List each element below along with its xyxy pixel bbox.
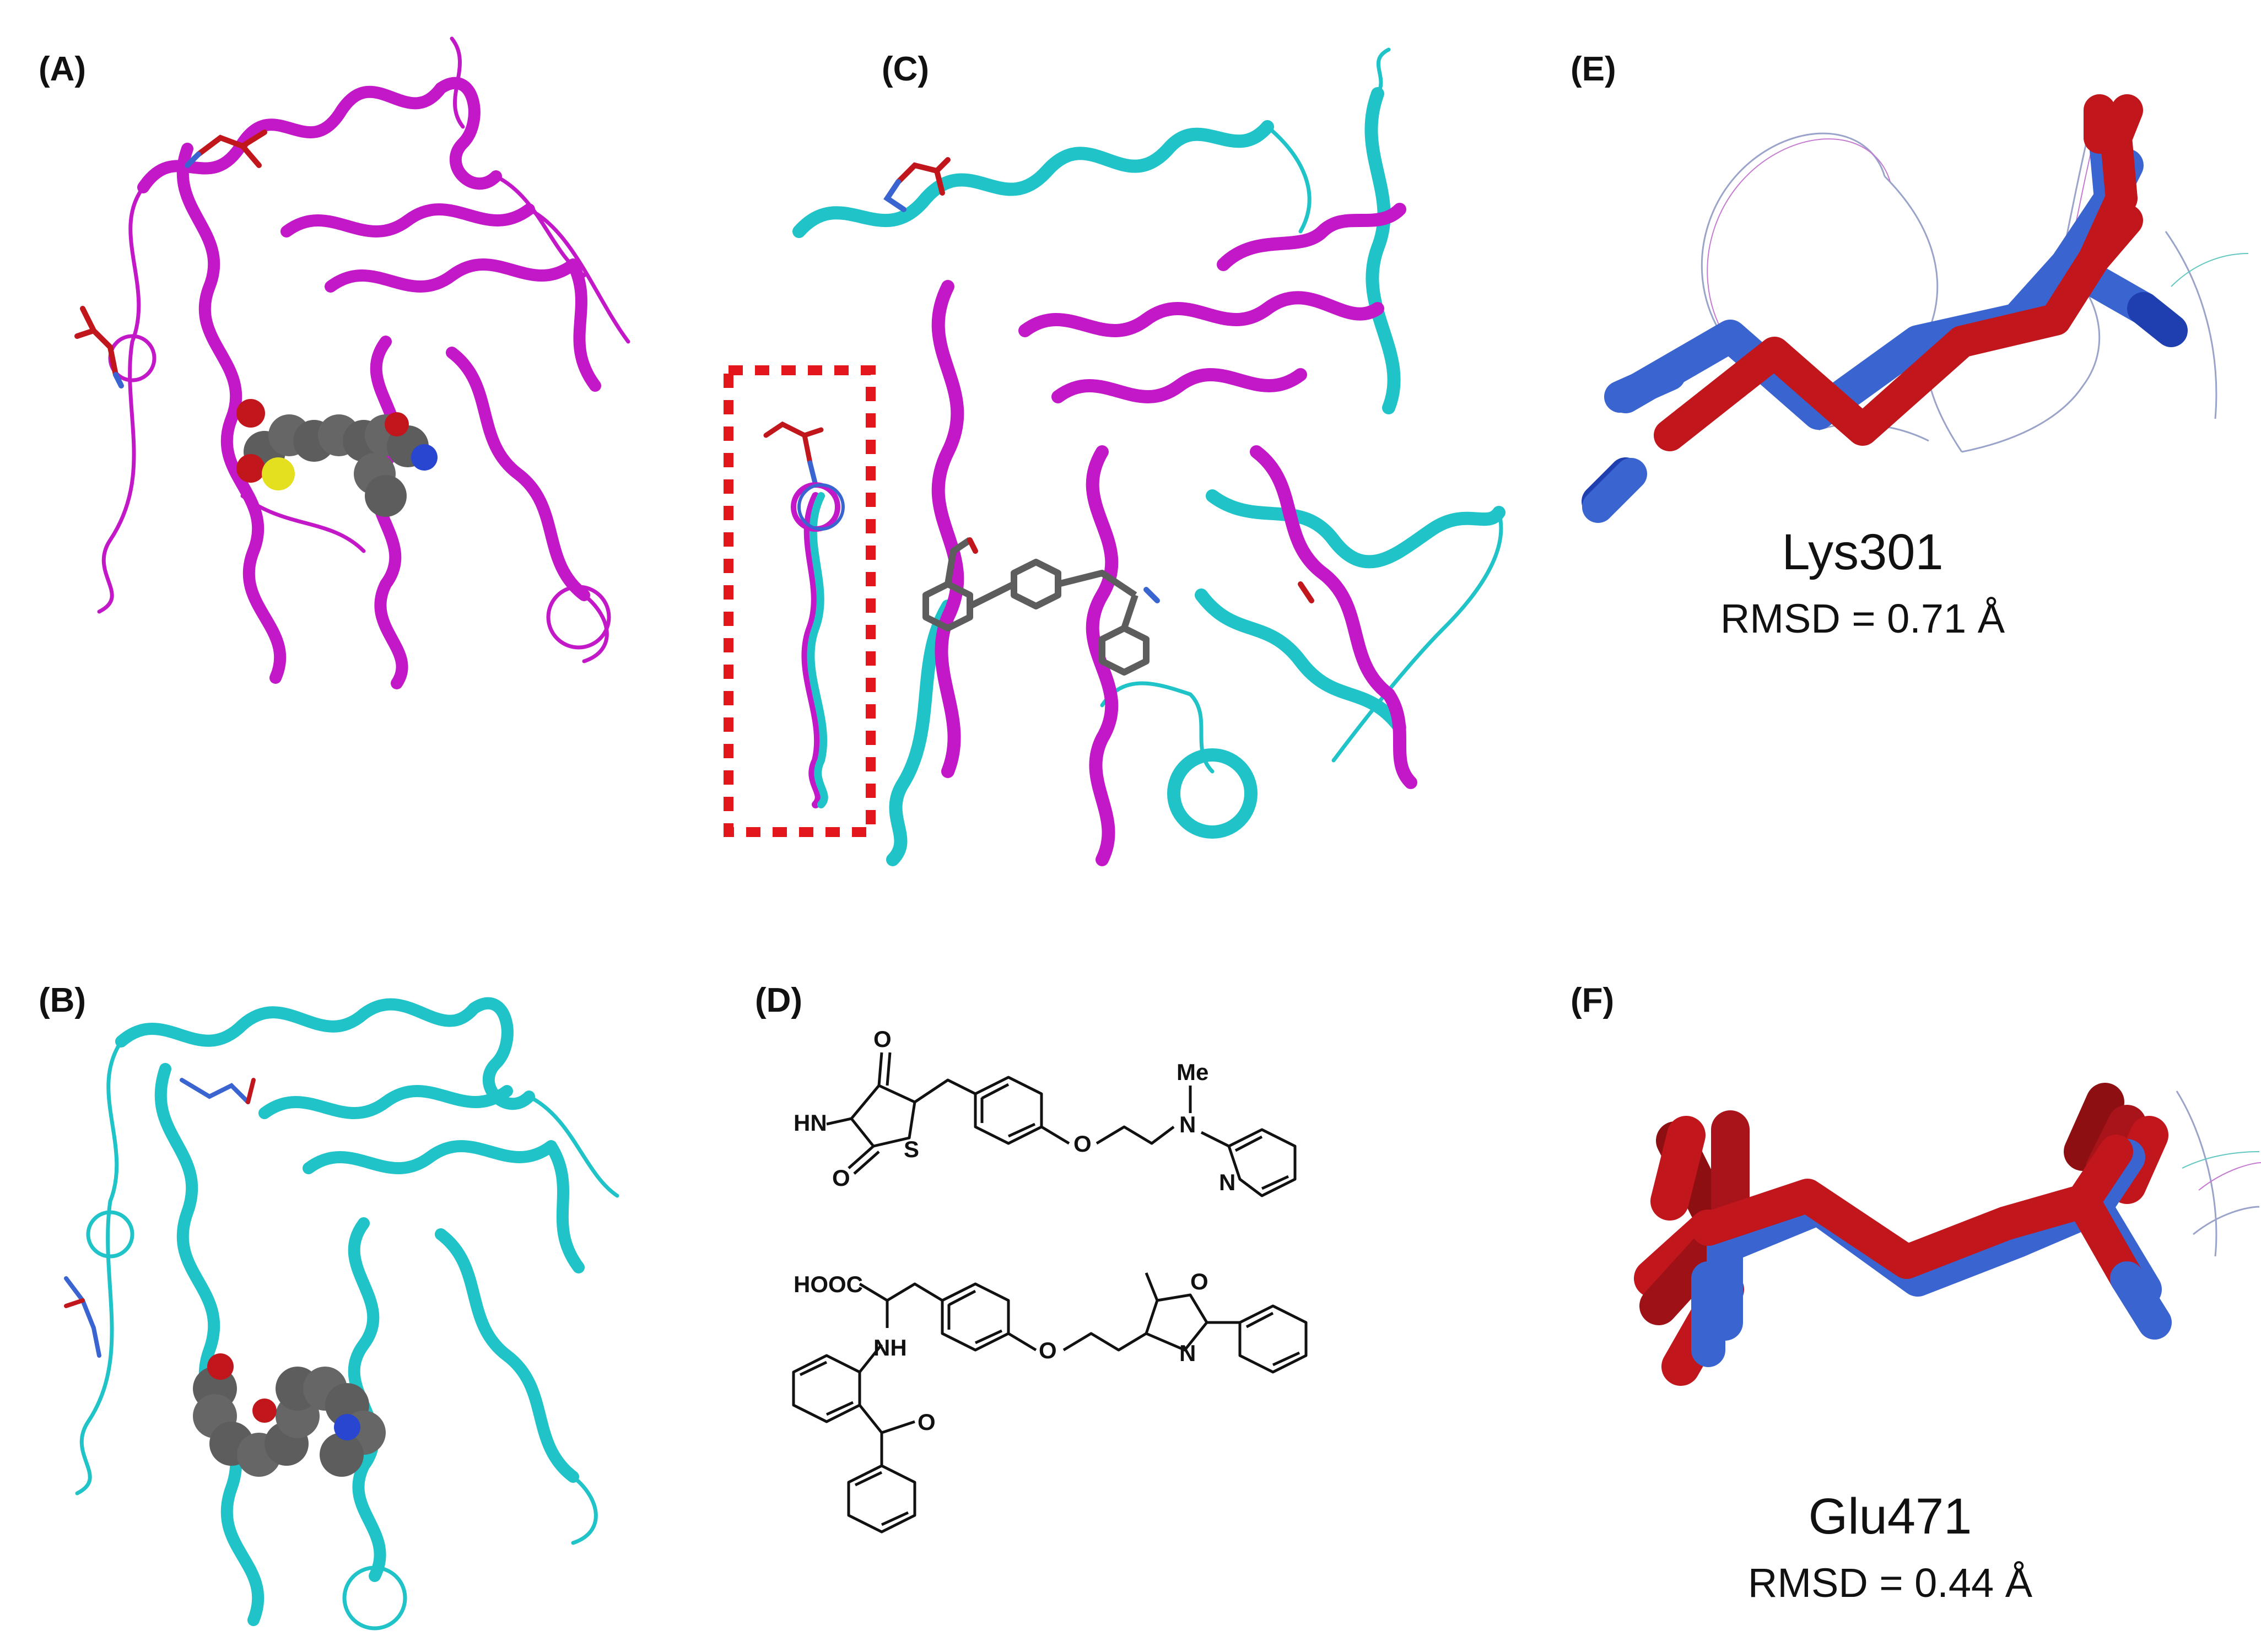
ligand-spheres-b xyxy=(193,1353,386,1477)
svg-text:NH: NH xyxy=(873,1335,907,1361)
svg-text:O: O xyxy=(1039,1337,1057,1363)
svg-text:O: O xyxy=(1073,1131,1092,1157)
panel-label-c: (C) xyxy=(882,50,930,88)
protein-ribbon-cyan xyxy=(64,997,619,1631)
svg-text:N: N xyxy=(1219,1169,1235,1195)
molecule-2 xyxy=(792,1272,1308,1534)
panel-c: (C) xyxy=(716,0,1543,970)
panel-d: (D) xyxy=(716,970,1515,1652)
molecule-2-atoms: HOOC NH O O N O xyxy=(794,1268,1208,1435)
molecule-1 xyxy=(826,1052,1297,1197)
svg-text:Me: Me xyxy=(1177,1059,1208,1085)
residue-label-glu471: Glu471 xyxy=(1808,1488,1972,1545)
panel-f: (F) xyxy=(1543,970,2261,1652)
panel-label-b: (B) xyxy=(39,981,87,1019)
ligand-sticks xyxy=(922,537,1150,676)
panel-a: (A) xyxy=(0,0,716,716)
panel-b: (B) xyxy=(0,970,716,1652)
panel-label-a: (A) xyxy=(39,50,87,88)
residue-overlay-lys301 xyxy=(1582,94,2249,523)
protein-superposition xyxy=(724,47,1505,866)
molecule-1-atoms: O HN S O O N Me N xyxy=(794,1026,1235,1195)
svg-text:O: O xyxy=(1190,1268,1208,1294)
panel-label-e: (E) xyxy=(1571,50,1616,88)
panel-e: (E) xyxy=(1543,0,2261,970)
highlight-box xyxy=(724,365,876,837)
svg-text:HN: HN xyxy=(794,1110,827,1136)
svg-text:S: S xyxy=(904,1136,919,1162)
panel-label-d: (D) xyxy=(755,981,803,1019)
residue-label-lys301: Lys301 xyxy=(1782,524,1944,580)
residue-overlay-glu471 xyxy=(1634,1083,2261,1386)
svg-text:O: O xyxy=(873,1026,892,1052)
protein-ribbon-magenta xyxy=(74,36,630,689)
svg-text:O: O xyxy=(918,1409,936,1435)
svg-text:HOOC: HOOC xyxy=(794,1271,863,1297)
rmsd-value-lys301: RMSD = 0.71 Å xyxy=(1720,596,2005,641)
chemical-structures: O HN S O O N Me N xyxy=(792,1026,1308,1534)
panel-label-f: (F) xyxy=(1571,981,1615,1019)
svg-text:N: N xyxy=(1179,1340,1196,1366)
svg-text:O: O xyxy=(832,1165,850,1191)
svg-text:N: N xyxy=(1179,1111,1196,1137)
ligand-spheres xyxy=(236,399,438,517)
rmsd-value-glu471: RMSD = 0.44 Å xyxy=(1747,1560,2033,1606)
